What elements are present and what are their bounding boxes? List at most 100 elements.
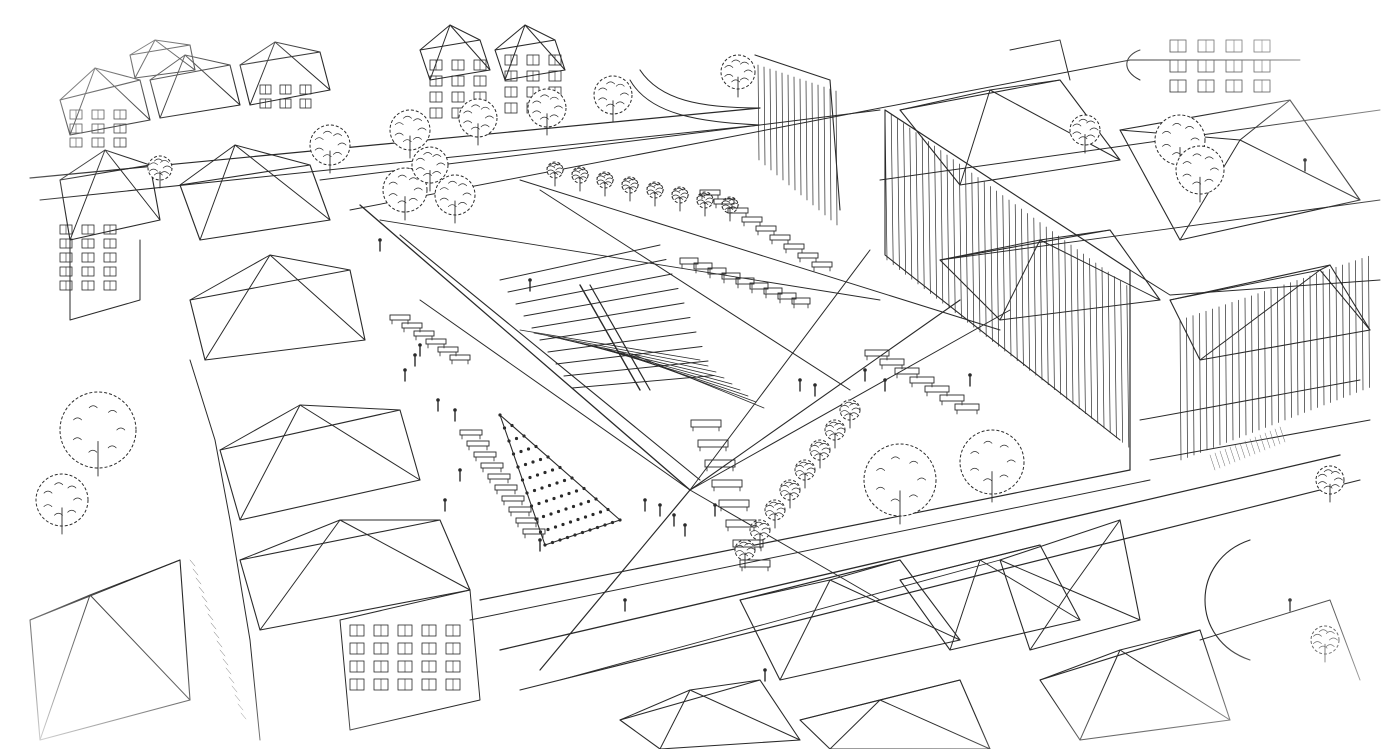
roof-line xyxy=(989,89,1121,161)
hatch-stroke xyxy=(1209,454,1216,471)
window-grid-left-2 xyxy=(259,84,312,109)
roof-line xyxy=(959,89,991,186)
roof-line xyxy=(1119,649,1231,721)
facade-fin xyxy=(971,172,975,328)
roof-line xyxy=(39,594,91,741)
facade-fin xyxy=(1045,226,1049,386)
bench-icon xyxy=(783,243,805,254)
terrace-step xyxy=(523,288,679,317)
facade-fin xyxy=(1199,313,1201,453)
bench-icon xyxy=(473,451,497,462)
hatch-stroke xyxy=(213,631,220,639)
bench-icon xyxy=(797,252,819,263)
facade-fin xyxy=(787,74,790,186)
roof-bottom-5 xyxy=(1039,629,1231,741)
tree-grid-dot xyxy=(579,502,583,506)
tree-icon xyxy=(1175,145,1225,203)
person-icon xyxy=(403,368,407,382)
tree-grid-dot xyxy=(550,468,555,472)
bench-top xyxy=(501,495,525,502)
person-icon xyxy=(672,513,676,527)
roof-line xyxy=(1069,589,1141,621)
roof-left-2 xyxy=(149,54,241,119)
tree-grid-dot xyxy=(555,481,559,485)
tree-icon xyxy=(59,391,137,477)
window-grid-left-4 xyxy=(349,624,461,691)
tree-grid-dot xyxy=(540,486,544,490)
terrace-step xyxy=(515,273,673,305)
tree-grid-dot xyxy=(528,475,532,480)
tree-grid-dot xyxy=(558,465,562,470)
facade-fin xyxy=(811,82,814,206)
bench-icon xyxy=(459,429,483,440)
tree-grid-dot xyxy=(543,543,547,547)
tree-grid-dot xyxy=(559,494,564,498)
roof-line xyxy=(1039,649,1121,681)
roof-line xyxy=(89,594,191,701)
facade-fin xyxy=(1101,267,1105,429)
tree-grid-dot xyxy=(568,520,573,524)
bench-top xyxy=(413,330,435,337)
roof-line xyxy=(269,254,366,341)
facade-fin xyxy=(1058,235,1061,395)
hatch-stroke xyxy=(198,586,205,594)
sketch-line xyxy=(479,469,1131,601)
tree-icon xyxy=(546,161,565,187)
facade-fin xyxy=(1329,269,1331,403)
facade-fin xyxy=(1283,284,1286,421)
roof-line xyxy=(339,519,471,591)
person-icon xyxy=(883,378,887,392)
person-icon xyxy=(528,278,532,292)
person-icon xyxy=(458,468,462,482)
tree-grid-dot xyxy=(618,518,622,522)
hatch-stroke xyxy=(234,694,241,702)
curved-street xyxy=(1126,49,1141,81)
facade-fin xyxy=(934,145,937,299)
tree-grid-dot xyxy=(519,449,523,454)
roof-line xyxy=(69,67,96,136)
tree-grid-dot xyxy=(591,512,595,517)
facade-fin xyxy=(823,86,826,216)
facade-fin xyxy=(1179,319,1182,461)
roof-line xyxy=(1039,239,1161,301)
person-head xyxy=(1303,158,1307,162)
tree-grid-dot xyxy=(511,452,516,456)
roof-left-6 xyxy=(189,254,366,361)
bench-top xyxy=(437,346,459,353)
person-icon xyxy=(658,503,662,517)
tree-grid-triangle xyxy=(498,413,622,547)
facade-fin xyxy=(940,150,944,304)
facade-fin xyxy=(799,78,802,196)
facade-fin xyxy=(1205,310,1208,451)
sketch-line xyxy=(559,559,1001,681)
sketch-line xyxy=(519,479,1361,691)
bench-top xyxy=(487,473,511,480)
bench-top xyxy=(783,243,805,250)
facade-fin xyxy=(909,127,913,280)
person-head xyxy=(968,373,972,377)
terrace-step xyxy=(507,259,667,293)
bench-top xyxy=(473,451,497,458)
tree-grid-dot xyxy=(520,478,525,482)
roof-line xyxy=(879,699,991,749)
tree-grid-dot xyxy=(522,434,526,438)
tree-icon xyxy=(671,186,690,212)
facade-fin xyxy=(757,64,760,161)
facade-fin xyxy=(1052,231,1055,390)
roof-outline xyxy=(494,39,566,81)
person-head xyxy=(683,523,687,527)
tree-icon xyxy=(646,181,665,207)
hatch-stroke xyxy=(1214,452,1221,469)
tree-grid-dot xyxy=(556,509,561,514)
facade-fin xyxy=(1021,208,1024,366)
facade-fin xyxy=(1089,258,1092,419)
facade-fin xyxy=(1257,293,1260,431)
roof-line xyxy=(1239,99,1291,141)
sketch-line xyxy=(469,479,1151,621)
facade-fin xyxy=(1238,299,1240,438)
roof-top-2 xyxy=(494,24,566,81)
roof-line xyxy=(949,559,981,651)
hatch-stroke xyxy=(240,712,247,720)
sketch-line xyxy=(419,299,691,491)
hatch-stroke xyxy=(1259,434,1266,451)
